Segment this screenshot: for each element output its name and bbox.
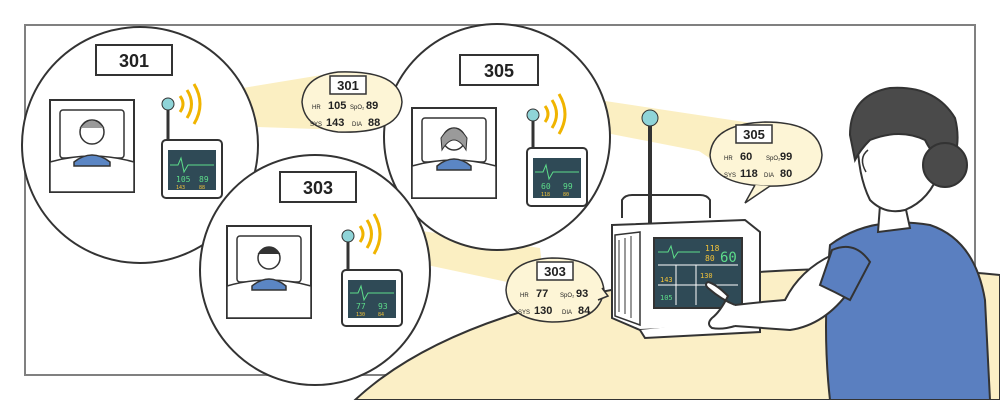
central-value-5: 130 — [700, 272, 713, 280]
central-value-3: 80 — [705, 254, 715, 263]
bubble-303-dia: 84 — [578, 305, 591, 317]
bubble-303-hr-label: HR — [520, 293, 529, 299]
bubble-301-room-box — [329, 75, 367, 95]
bubble-301-hr-label: HR — [312, 105, 321, 111]
room-301-antenna-glow — [161, 97, 175, 111]
central-value-4: 143 — [660, 276, 673, 284]
central-value-1: 118 — [705, 244, 720, 253]
room-301-patient — [73, 119, 111, 167]
room-301-signal-icon — [178, 83, 202, 125]
room-301-label-box — [95, 44, 173, 76]
room-303-bedside-monitor: 77 93 130 84 — [341, 229, 403, 327]
bubble-301-room: 301 — [337, 78, 359, 93]
room-301-bed — [49, 99, 135, 193]
bubble-305-sys: 118 — [740, 168, 758, 180]
room-303-monitor-b: 93 — [378, 302, 388, 311]
bubble-303-room: 303 — [544, 264, 566, 279]
room-305-monitor-c: 118 — [541, 192, 550, 198]
room-305-signal-icon — [543, 93, 567, 135]
bubble-305-sys-label: SYS — [724, 173, 736, 179]
room-301-monitor-d: 88 — [199, 185, 205, 191]
room-305-antenna-glow — [526, 108, 540, 122]
room-303-bed — [226, 225, 312, 319]
room-301-circle: 301 105 89 143 88 — [21, 26, 259, 264]
central-antenna-glow — [641, 109, 659, 127]
bubble-room-301: 301 HR 105 SpO₂ 89 SYS 143 DIA 88 — [301, 71, 403, 133]
bubble-303-spo2: 93 — [576, 288, 588, 300]
bubble-305-hr: 60 — [740, 151, 752, 163]
room-301-label: 301 — [119, 51, 149, 71]
central-monitor: 118 60 80 143 130 105 — [611, 109, 761, 340]
room-305-monitor-d: 80 — [563, 192, 569, 198]
bubble-305-dia: 80 — [780, 168, 792, 180]
bubble-301-dia: 88 — [368, 117, 380, 129]
bubble-305-dia-label: DIA — [764, 173, 774, 179]
room-301-monitor-c: 143 — [176, 185, 185, 191]
bubble-305-hr-label: HR — [724, 156, 733, 162]
bubble-303-hr: 77 — [536, 288, 548, 300]
room-305-monitor-b: 99 — [563, 182, 573, 191]
bubble-301-spo2-label: SpO₂ — [350, 105, 365, 111]
room-301-monitor-b: 89 — [199, 175, 209, 184]
room-305-monitor-a: 60 — [541, 182, 551, 191]
bubble-room-303: 303 HR 77 SpO₂ 93 SYS 130 DIA 84 — [505, 257, 610, 323]
room-305-circle: 305 60 99 118 80 — [383, 23, 611, 251]
room-301-bedside-monitor: 105 89 143 88 — [161, 97, 223, 199]
bubble-303-room-box — [536, 261, 574, 281]
nurse-hair-bun — [922, 142, 968, 188]
nurse — [705, 86, 992, 400]
room-301-monitor-a: 105 — [176, 175, 191, 184]
room-305-bed — [411, 107, 497, 199]
room-303-patient — [251, 246, 287, 291]
bubble-301-spo2: 89 — [366, 100, 378, 112]
bubble-301-sys: 143 — [326, 117, 344, 129]
bubble-305-spo2-label: SpO₂ — [766, 156, 781, 162]
room-305-label: 305 — [484, 61, 514, 81]
room-305-label-box — [459, 54, 539, 86]
bubble-305-room-box — [735, 124, 773, 144]
bubble-301-dia-label: DIA — [352, 122, 362, 128]
room-303-signal-icon — [358, 213, 382, 255]
bubble-room-305: 305 HR 60 SpO₂ 99 SYS 118 DIA 80 — [709, 121, 823, 204]
room-305-patient — [436, 127, 472, 171]
bubble-303-spo2-label: SpO₂ — [560, 293, 575, 299]
bubble-305-room: 305 — [743, 127, 765, 142]
bubble-303-sys: 130 — [534, 305, 552, 317]
bubble-305-spo2: 99 — [780, 151, 792, 163]
room-305-bedside-monitor: 60 99 118 80 — [526, 108, 588, 207]
central-value-6: 105 — [660, 294, 673, 302]
bubble-303-sys-label: SYS — [518, 310, 530, 316]
nurse-hand — [705, 280, 736, 330]
bubble-301-hr: 105 — [328, 100, 346, 112]
room-303-label: 303 — [303, 178, 333, 198]
central-value-2: 60 — [720, 250, 737, 266]
room-303-monitor-c: 130 — [356, 312, 365, 318]
room-303-monitor-d: 84 — [378, 312, 384, 318]
bubble-301-sys-label: SYS — [310, 122, 322, 128]
room-303-monitor-a: 77 — [356, 302, 366, 311]
room-303-label-box — [279, 171, 357, 203]
room-303-antenna-glow — [341, 229, 355, 243]
room-303-circle: 303 77 93 130 84 — [199, 154, 431, 386]
bubble-303-dia-label: DIA — [562, 310, 572, 316]
